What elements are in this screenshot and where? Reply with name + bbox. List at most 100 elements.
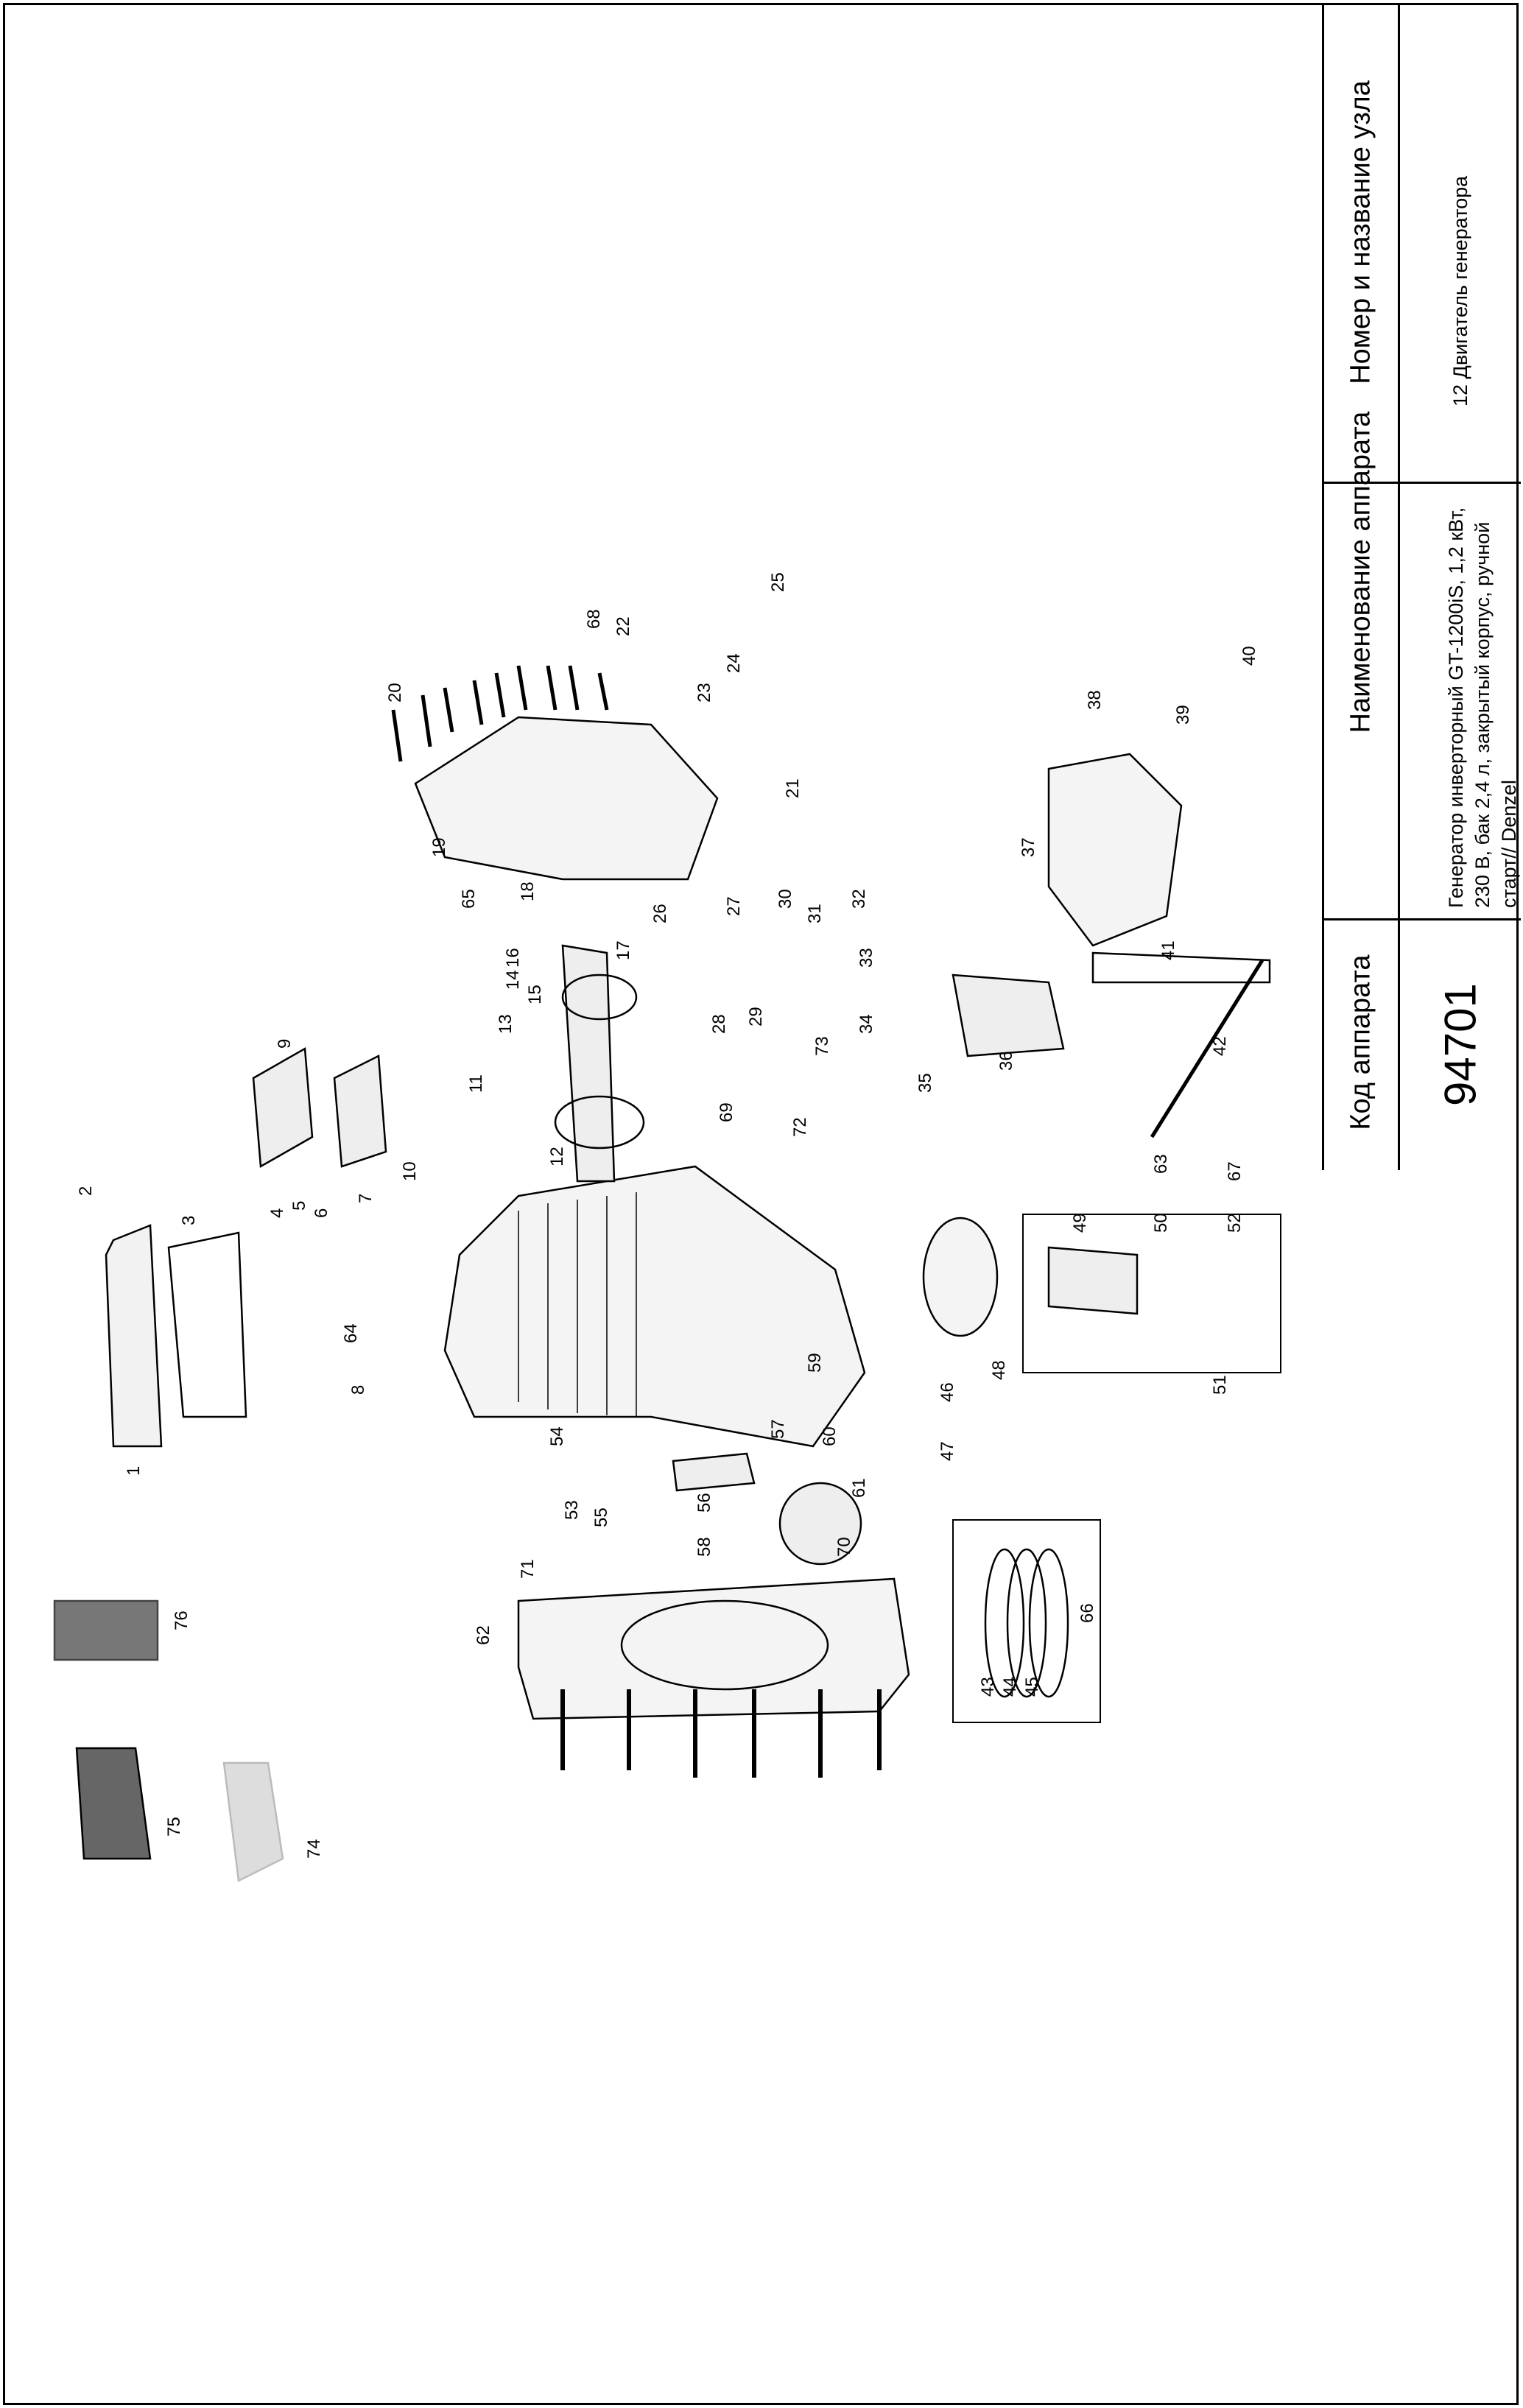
- title-block-divider: [1324, 918, 1521, 920]
- part-label-10: 10: [400, 1161, 420, 1181]
- gasket: [167, 1231, 247, 1418]
- part-label-58: 58: [694, 1537, 714, 1557]
- part-label-25: 25: [768, 572, 788, 592]
- part-label-72: 72: [790, 1117, 810, 1137]
- part-label-73: 73: [812, 1036, 832, 1056]
- part-label-46: 46: [938, 1382, 957, 1402]
- part-label-66: 66: [1077, 1603, 1097, 1623]
- part-label-60: 60: [820, 1426, 840, 1446]
- part-label-24: 24: [724, 653, 744, 673]
- part-label-28: 28: [709, 1014, 729, 1034]
- part-label-31: 31: [805, 904, 825, 923]
- part-label-59: 59: [805, 1353, 825, 1373]
- part-label-39: 39: [1173, 705, 1193, 725]
- part-label-70: 70: [834, 1537, 854, 1557]
- unit-value: 12 Двигатель генератора: [1449, 175, 1471, 406]
- part-76-image: [53, 1599, 159, 1661]
- part-label-37: 37: [1019, 837, 1038, 857]
- part-label-50: 50: [1151, 1213, 1171, 1233]
- title-block-divider: [1398, 3, 1400, 1170]
- part-75-image: [75, 1747, 152, 1860]
- part-label-63: 63: [1151, 1154, 1171, 1174]
- part-label-16: 16: [503, 948, 523, 968]
- part-label-33: 33: [857, 948, 876, 968]
- part-label-67: 67: [1225, 1161, 1245, 1181]
- part-label-15: 15: [525, 985, 545, 1004]
- part-label-9: 9: [275, 1039, 295, 1049]
- part-label-23: 23: [694, 683, 714, 703]
- part-label-8: 8: [348, 1385, 368, 1395]
- unit-header: Номер и название узла: [1345, 80, 1376, 384]
- part-label-47: 47: [938, 1441, 957, 1461]
- part-label-65: 65: [459, 889, 479, 909]
- part-label-34: 34: [857, 1014, 876, 1034]
- part-label-1: 1: [124, 1466, 144, 1476]
- name-value: Генератор инверторный GT-1200iS, 1,2 кВт…: [1445, 507, 1520, 908]
- part-label-22: 22: [613, 616, 633, 636]
- part-label-5: 5: [289, 1201, 309, 1211]
- name-header: Наименование аппарата: [1345, 411, 1376, 733]
- cylinder-block: [443, 1165, 866, 1448]
- crankcase-cover: [414, 716, 719, 881]
- part-label-7: 7: [356, 1194, 376, 1203]
- part-label-12: 12: [547, 1147, 567, 1166]
- drawing-frame: [3, 3, 1519, 2405]
- part-label-4: 4: [267, 1208, 287, 1218]
- piston-kit-box: [1022, 1214, 1281, 1373]
- part-label-76: 76: [172, 1610, 191, 1630]
- part-label-68: 68: [584, 609, 604, 629]
- part-label-51: 51: [1210, 1375, 1230, 1395]
- crankshaft: [561, 944, 616, 1183]
- part-label-69: 69: [717, 1102, 736, 1122]
- part-label-29: 29: [746, 1007, 766, 1027]
- part-label-40: 40: [1239, 646, 1259, 666]
- part-label-48: 48: [989, 1360, 1009, 1380]
- part-label-35: 35: [915, 1073, 935, 1093]
- part-label-19: 19: [429, 837, 449, 857]
- title-block-divider: [1324, 482, 1521, 484]
- part-label-45: 45: [1022, 1677, 1042, 1697]
- part-label-38: 38: [1085, 690, 1105, 710]
- part-label-36: 36: [996, 1051, 1016, 1071]
- part-74-image: [222, 1761, 284, 1882]
- muffler: [1047, 753, 1183, 947]
- part-label-44: 44: [1000, 1677, 1020, 1697]
- code-header: Код аппарата: [1345, 954, 1376, 1130]
- part-label-20: 20: [385, 683, 405, 703]
- part-label-21: 21: [783, 778, 803, 798]
- part-label-18: 18: [518, 881, 538, 901]
- part-label-14: 14: [503, 970, 523, 990]
- part-label-74: 74: [304, 1839, 324, 1859]
- part-label-3: 3: [179, 1216, 199, 1225]
- part-label-26: 26: [650, 904, 670, 923]
- crankcase-lower: [517, 1577, 910, 1720]
- rod: [1150, 959, 1265, 1138]
- title-block: Код аппарата Наименование аппарата Номер…: [1322, 3, 1521, 1170]
- part-label-56: 56: [694, 1493, 714, 1513]
- valve-cover: [105, 1224, 163, 1448]
- part-label-32: 32: [849, 889, 869, 909]
- air-tube: [1091, 951, 1271, 984]
- part-label-57: 57: [768, 1419, 788, 1439]
- code-value: 94701: [1435, 983, 1485, 1106]
- part-label-6: 6: [312, 1208, 331, 1218]
- part-label-17: 17: [613, 940, 633, 960]
- part-label-2: 2: [76, 1186, 96, 1196]
- part-label-64: 64: [341, 1323, 361, 1343]
- part-label-30: 30: [775, 889, 795, 909]
- part-label-43: 43: [978, 1677, 998, 1697]
- ring-kit-box: [952, 1519, 1101, 1723]
- part-label-52: 52: [1225, 1213, 1245, 1233]
- part-label-75: 75: [164, 1817, 184, 1837]
- part-label-61: 61: [849, 1478, 869, 1498]
- part-label-13: 13: [496, 1014, 516, 1034]
- part-label-71: 71: [518, 1559, 538, 1579]
- part-label-27: 27: [724, 896, 744, 916]
- part-label-55: 55: [591, 1507, 611, 1527]
- part-label-11: 11: [466, 1074, 486, 1093]
- part-label-49: 49: [1070, 1213, 1090, 1233]
- part-label-54: 54: [547, 1426, 567, 1446]
- part-label-42: 42: [1210, 1036, 1230, 1056]
- part-label-53: 53: [562, 1500, 582, 1520]
